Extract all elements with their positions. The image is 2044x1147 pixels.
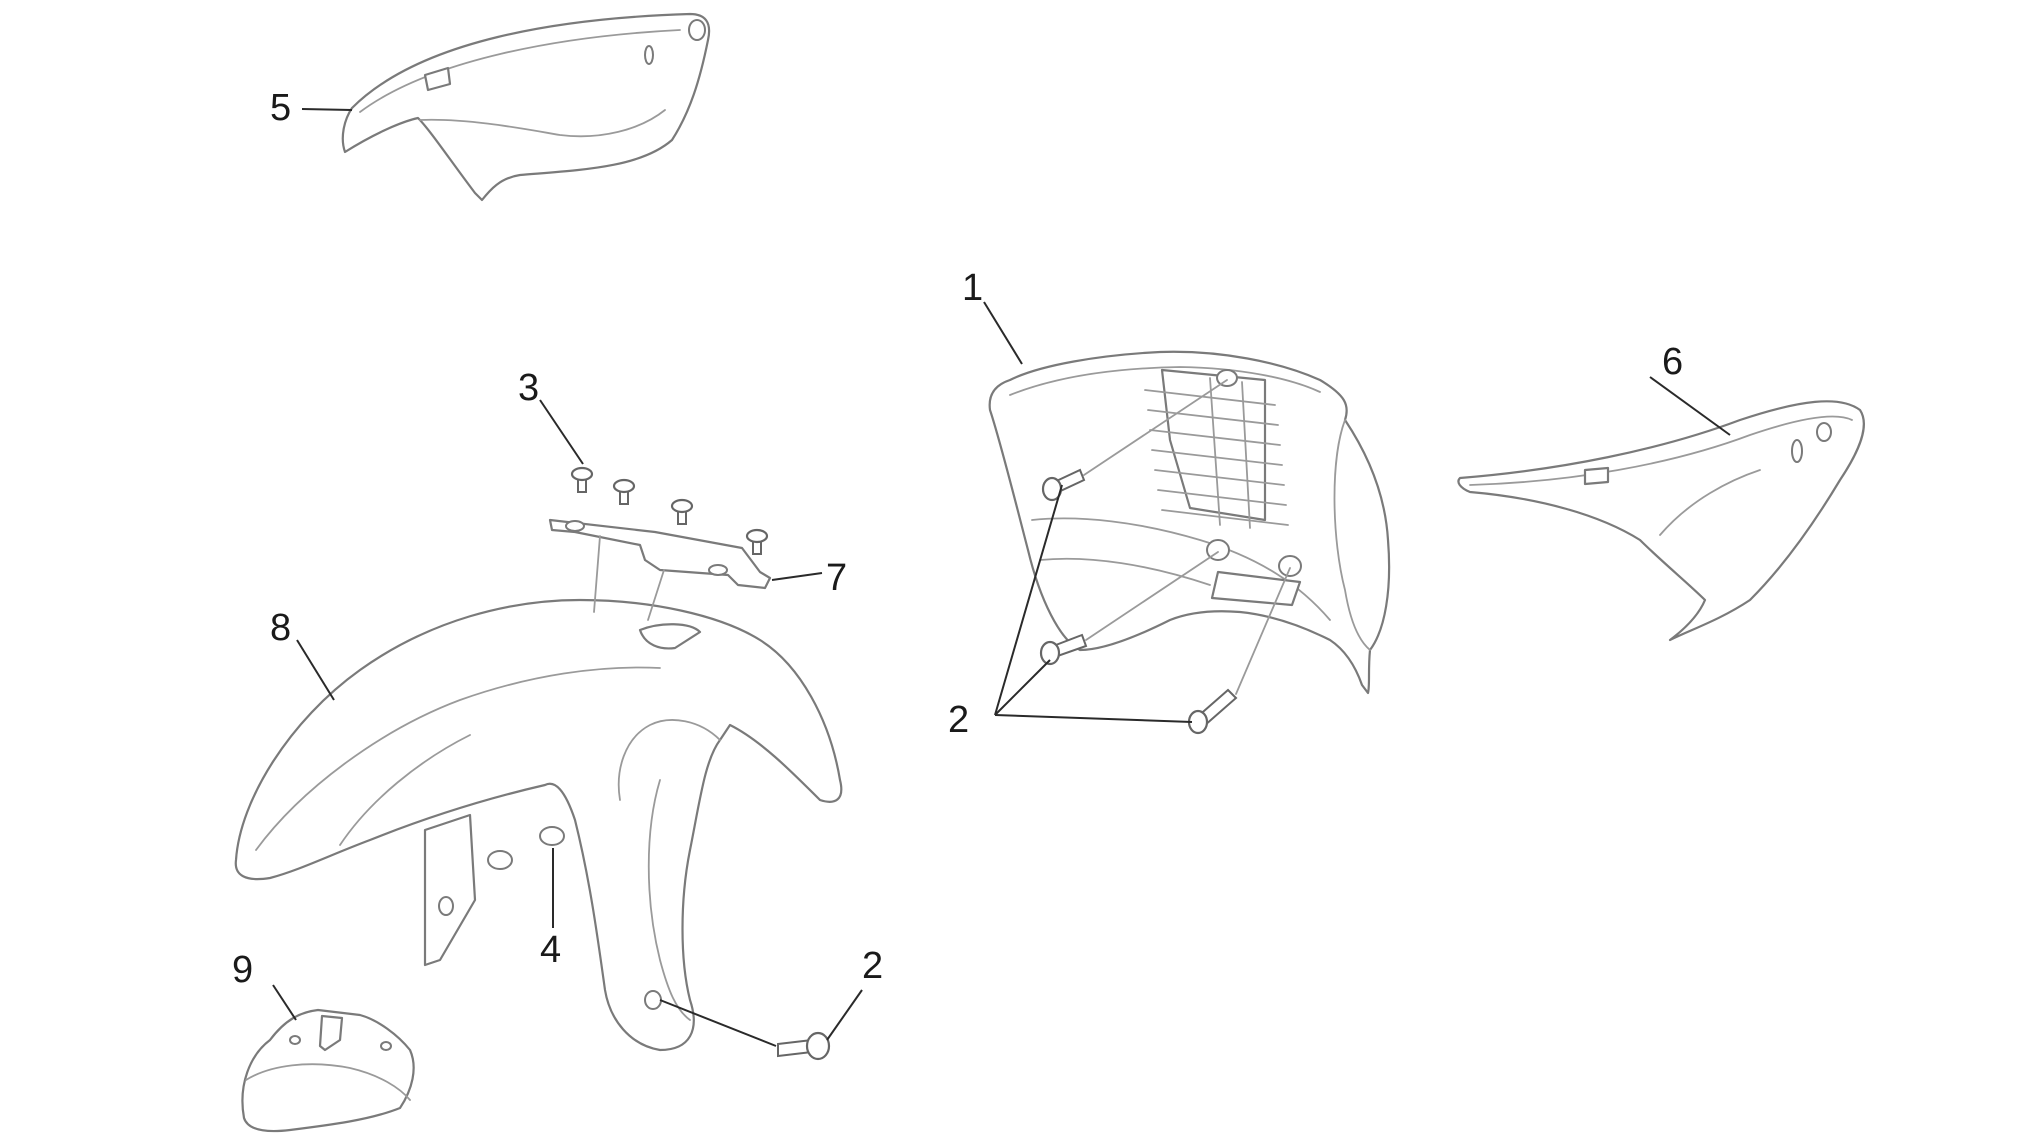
screw-axis bbox=[1235, 567, 1291, 695]
part-3-screws bbox=[570, 466, 769, 555]
leader-3 bbox=[539, 399, 584, 465]
leader-2b-axis bbox=[659, 999, 777, 1047]
leader-2b bbox=[826, 989, 863, 1041]
screw bbox=[777, 1031, 831, 1061]
leader-2a-mid bbox=[994, 659, 1051, 716]
callout-2-shield: 2 bbox=[948, 699, 969, 741]
screw bbox=[1039, 633, 1088, 666]
leader-1 bbox=[983, 301, 1023, 365]
part-9-cover-piece bbox=[241, 1008, 415, 1133]
screw bbox=[670, 498, 694, 525]
part-6-side-cover bbox=[1457, 400, 1865, 642]
callout-7: 7 bbox=[826, 557, 847, 599]
screw bbox=[612, 478, 636, 505]
part-1-front-shield bbox=[988, 350, 1391, 695]
leader-9 bbox=[272, 984, 297, 1021]
callout-3: 3 bbox=[518, 367, 539, 409]
callout-9: 9 bbox=[232, 949, 253, 991]
part-5-side-cover bbox=[341, 12, 711, 202]
screw-axis bbox=[1083, 379, 1228, 476]
leader-8 bbox=[296, 639, 335, 701]
leader-6 bbox=[1649, 376, 1731, 436]
part-8-front-fender bbox=[234, 598, 843, 1052]
screw bbox=[1187, 688, 1238, 735]
screw bbox=[745, 528, 769, 555]
leader-2a-low bbox=[994, 714, 1193, 723]
callout-8: 8 bbox=[270, 607, 291, 649]
leader-2a-top bbox=[994, 484, 1063, 716]
part-4-nuts bbox=[487, 826, 565, 870]
callout-1: 1 bbox=[962, 267, 983, 309]
callout-2-fender: 2 bbox=[862, 945, 883, 987]
callout-5: 5 bbox=[270, 87, 291, 129]
nut bbox=[487, 850, 513, 870]
part-2-screws bbox=[777, 468, 1238, 1061]
nut bbox=[539, 826, 565, 846]
leader-5 bbox=[301, 108, 353, 111]
screw bbox=[570, 466, 594, 493]
screw-axis bbox=[1085, 551, 1219, 641]
leader-lines bbox=[272, 108, 1731, 1047]
callouts: 5 3 7 8 4 9 2 1 6 2 bbox=[232, 87, 1683, 991]
grille bbox=[1144, 368, 1289, 529]
part-7-bracket bbox=[548, 518, 772, 621]
callout-4: 4 bbox=[540, 929, 561, 971]
callout-6: 6 bbox=[1662, 341, 1683, 383]
leader-7 bbox=[771, 572, 823, 581]
